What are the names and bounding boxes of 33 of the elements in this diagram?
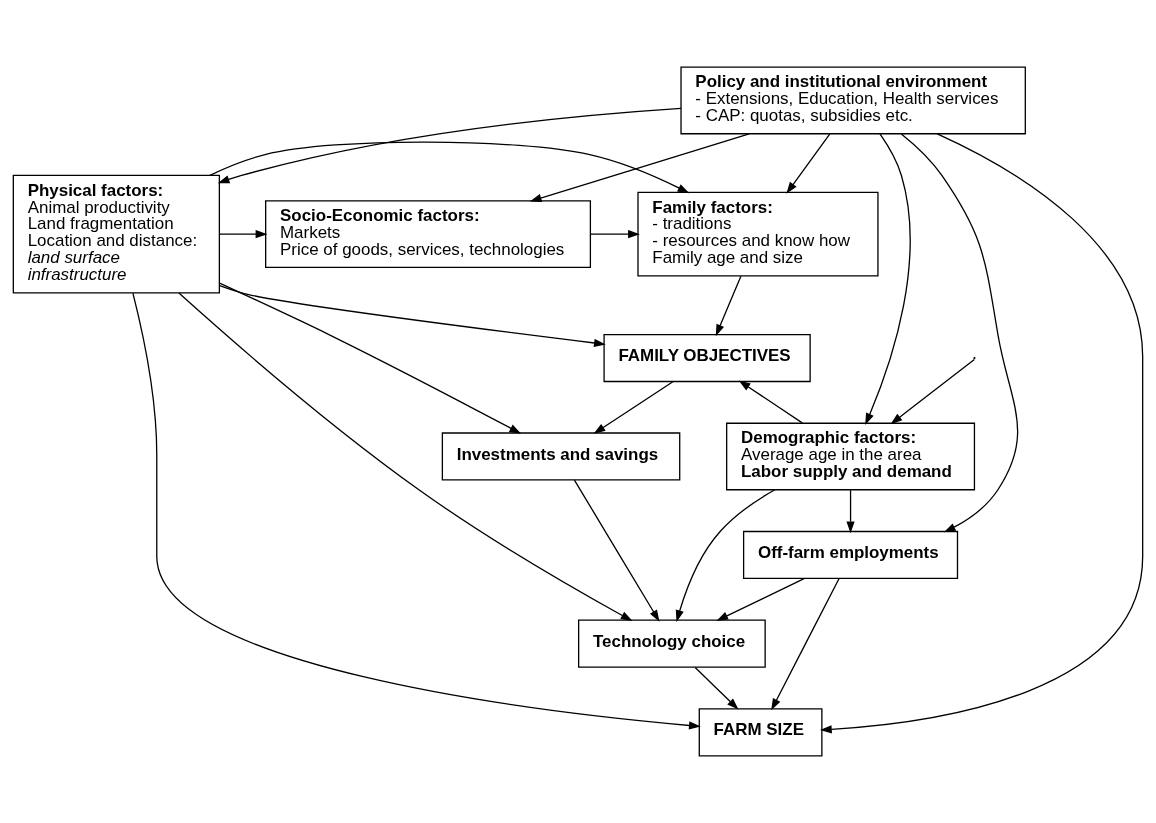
arrow <box>132 292 701 730</box>
node-box: Physical factors: Animal productivity Land fragmentation Location and distance: land surface infrastructure <box>12 174 220 294</box>
node-box: Technology choice <box>578 619 766 668</box>
arrow <box>178 292 633 622</box>
arrow <box>573 479 660 622</box>
node-box: FARM SIZE <box>698 708 823 757</box>
node-box: Policy and institutional environment - Extensions, Education, Health services - CAP: quotas, subsidies etc. <box>680 66 1026 135</box>
arrow <box>589 230 640 239</box>
arrow <box>694 666 739 710</box>
arrow <box>675 489 776 622</box>
arrow <box>209 141 690 194</box>
arrow <box>738 380 803 424</box>
arrow <box>716 578 805 621</box>
arrow <box>593 380 674 434</box>
arrow <box>715 275 742 337</box>
node-box: Investments and savings <box>441 432 681 481</box>
node-box: Off-farm employments <box>742 530 959 580</box>
arrow <box>529 133 750 202</box>
arrow <box>771 578 840 711</box>
arrow <box>219 284 606 348</box>
node-box: FAMILY OBJECTIVES <box>603 333 811 383</box>
arrow <box>219 230 268 239</box>
arrow <box>820 133 1144 734</box>
node-box: Demographic factors: Average age in the area Labor supply and demand <box>726 422 976 491</box>
arrow <box>846 489 855 534</box>
arrow <box>219 282 522 434</box>
arrow <box>890 358 975 425</box>
arrow <box>900 133 1019 533</box>
arrow <box>217 107 682 184</box>
node-box: Family factors: - traditions - resources and know how Family age and size <box>637 191 879 277</box>
node-box: Socio-Economic factors: Markets Price of goods, services, technologies <box>265 200 592 269</box>
arrow <box>865 133 911 425</box>
arrow <box>786 133 831 194</box>
